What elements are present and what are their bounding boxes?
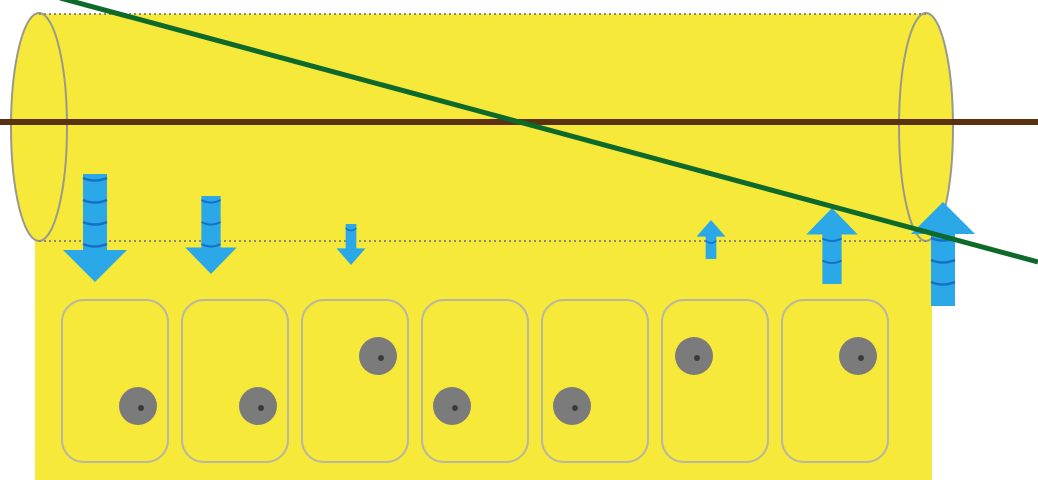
nucleolus [572, 405, 578, 411]
arrow-band [82, 176, 108, 182]
cell-membrane [301, 299, 409, 463]
cell-membrane [541, 299, 649, 463]
arrow-body [806, 208, 858, 284]
arrow-band [82, 198, 108, 204]
cell-membrane [781, 299, 889, 463]
flux-arrow-down [336, 224, 366, 265]
arrow-body [185, 196, 237, 274]
arrow-band [200, 199, 222, 204]
epithelial-cell [61, 299, 169, 463]
cell-membrane [661, 299, 769, 463]
arrow-band [82, 220, 108, 226]
epithelial-cell [541, 299, 649, 463]
epithelial-cell [661, 299, 769, 463]
arrow-band [930, 280, 956, 286]
arrow-body [696, 220, 726, 259]
cell-membrane [181, 299, 289, 463]
flux-arrow-up [696, 220, 726, 259]
cell-nucleus [239, 387, 277, 425]
nucleolus [138, 405, 144, 411]
cell-nucleus [553, 387, 591, 425]
cell-nucleus [433, 387, 471, 425]
arrow-band [821, 259, 843, 264]
epithelial-cell [181, 299, 289, 463]
nucleolus [258, 405, 264, 411]
nucleolus [858, 355, 864, 361]
epithelial-cells [61, 299, 889, 463]
cell-nucleus [119, 387, 157, 425]
cell-nucleus [359, 337, 397, 375]
tubule-right-end [898, 12, 954, 242]
flux-arrow-down [63, 174, 127, 282]
nucleolus [452, 405, 458, 411]
gradient-lines [0, 0, 1038, 265]
arrow-body [911, 202, 975, 306]
nucleolus [694, 355, 700, 361]
cell-membrane [61, 299, 169, 463]
arrow-band [705, 240, 717, 244]
cell-nucleus [839, 337, 877, 375]
epithelial-cell [301, 299, 409, 463]
nucleolus [378, 355, 384, 361]
arrow-body [63, 174, 127, 282]
arrow-band [200, 221, 222, 226]
epithelial-cell [781, 299, 889, 463]
cell-nucleus [675, 337, 713, 375]
arrow-band [930, 258, 956, 264]
diagonal-gradient-line [59, 0, 1038, 265]
epithelial-cell [421, 299, 529, 463]
flux-arrow-down [185, 196, 237, 274]
arrow-band [821, 237, 843, 242]
arrow-body [336, 224, 366, 265]
flux-arrow-up [806, 208, 858, 284]
cell-membrane [421, 299, 529, 463]
arrow-band [345, 227, 357, 232]
flux-arrows [63, 174, 975, 306]
tubule-lumen [38, 14, 930, 242]
arrow-band [200, 243, 222, 248]
tubule-left-end [10, 12, 68, 242]
flux-arrow-up [911, 202, 975, 306]
arrow-band [82, 242, 108, 248]
